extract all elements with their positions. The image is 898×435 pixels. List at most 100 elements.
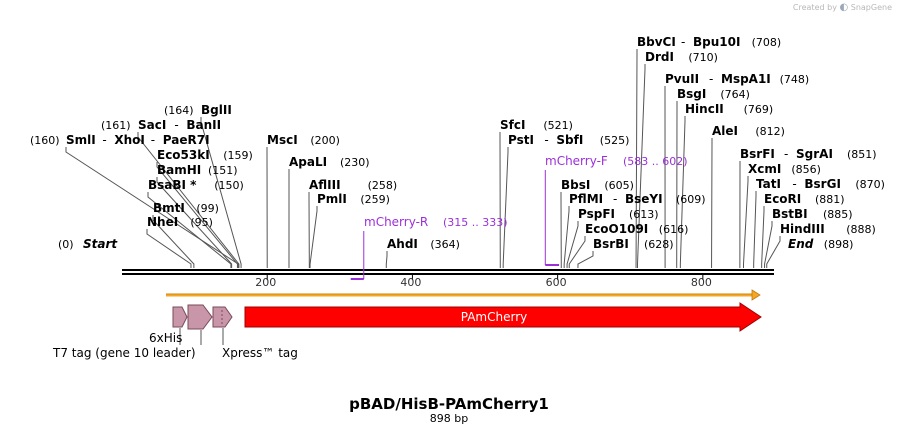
site-hindiii: HindIII(888) — [780, 222, 876, 236]
site-position: (885) — [823, 208, 853, 221]
credit-brand: SnapGene — [850, 3, 892, 12]
leader-saci — [137, 132, 240, 268]
site-name: BbsI — [561, 178, 590, 192]
site-name-separator: - — [151, 133, 155, 147]
site-bbvci: BbvCI-Bpu10I(708) — [637, 35, 781, 49]
ruler-tick-label-200: 200 — [255, 276, 276, 289]
site-name: PmlI — [317, 192, 347, 206]
site-xcmi: XcmI(856) — [748, 162, 821, 176]
site-bglii: (164)BglII — [164, 103, 232, 117]
site-name: BstBI — [772, 207, 808, 221]
leader-bsabi- — [147, 192, 232, 268]
site-name: BsrBI — [593, 237, 629, 251]
plasmid-length: 898 bp — [429, 412, 469, 425]
site-name: PspFI — [578, 207, 615, 221]
site-position: (258) — [368, 179, 398, 192]
site-position: (99) — [196, 202, 219, 215]
site-name-separator: - — [792, 177, 796, 191]
site-name: PvuII — [665, 72, 699, 86]
site-labels: Start(0)NheI(95)BmtI(99)BsaBI *(150)BamH… — [30, 35, 885, 251]
site-name: AflIII — [309, 178, 341, 192]
site-name: HindIII — [780, 222, 825, 236]
site-name: TatI — [756, 177, 781, 191]
feature-pamcherry-label: PAmCherry — [461, 310, 528, 324]
site-name: DrdI — [645, 50, 674, 64]
site-position: (200) — [310, 134, 340, 147]
site-position: (259) — [360, 193, 390, 206]
site-name: ApaLI — [289, 155, 327, 169]
primer-range: (315 .. 333) — [443, 216, 508, 229]
site-name-alt: BsrGI — [804, 177, 841, 191]
leader-bamhi — [156, 177, 233, 268]
site-position: (161) — [101, 119, 131, 132]
site-position: (159) — [223, 149, 253, 162]
site-bstbi: BstBI (885) — [772, 207, 853, 221]
site-position: (525) — [600, 134, 630, 147]
site-position: (160) — [30, 134, 60, 147]
site-hincii: HincII(769) — [685, 102, 773, 116]
snapgene-credit: Created by ◐ SnapGene — [793, 2, 892, 13]
site-position: (748) — [780, 73, 810, 86]
site-start: Start(0) — [58, 237, 118, 251]
site-name-separator: - — [784, 147, 788, 161]
feature-t7-tag-arrow — [172, 306, 188, 328]
site-name-separator: - — [709, 72, 713, 86]
site-drdi: DrdI(710) — [645, 50, 718, 64]
site-name-alt: SgrAI — [796, 147, 833, 161]
site-bbsi: BbsI(605) — [561, 178, 634, 192]
feature-xpress-tag: Xpress™ tag — [212, 306, 298, 360]
site-pflmi: PflMI-BseYI(609) — [569, 192, 706, 206]
site-pspfi: PspFI(613) — [578, 207, 659, 221]
site-name: SmlI — [66, 133, 96, 147]
site-position: (364) — [430, 238, 460, 251]
site-bamhi: BamHI(151) — [157, 163, 238, 177]
site-name: BsaBI * — [148, 178, 197, 192]
site-position: (521) — [543, 119, 573, 132]
site-alei: AleI(812) — [712, 124, 785, 138]
site-name: SacI — [138, 118, 166, 132]
leader-bbvci — [635, 49, 638, 268]
leader-tati — [753, 191, 757, 268]
site-saci: (161)SacI-BanII — [101, 118, 221, 132]
leader-pflmi — [563, 206, 570, 268]
sequence-map: Start(0)NheI(95)BmtI(99)BsaBI *(150)BamH… — [30, 35, 885, 360]
site-afliii: AflIII (258) — [309, 178, 397, 192]
site-name: PflMI — [569, 192, 603, 206]
leader-xcmi — [743, 176, 749, 268]
feature-xpress-arrow — [212, 306, 233, 328]
site-name-separator: - — [102, 133, 106, 147]
site-position: (769) — [744, 103, 774, 116]
site-name: PstI — [508, 133, 534, 147]
leader-bglii — [200, 117, 242, 268]
site-name: AhdI — [387, 237, 418, 251]
site-position: (230) — [340, 156, 370, 169]
site-position: (881) — [815, 193, 845, 206]
leader-nhei — [146, 229, 192, 268]
feature-6xhis-arrow — [187, 304, 213, 330]
feature-t7-label: T7 tag (gene 10 leader) — [52, 346, 196, 360]
site-position: (609) — [676, 193, 706, 206]
ruler-tick-label-800: 800 — [691, 276, 712, 289]
site-name: NheI — [147, 215, 178, 229]
site-position: (764) — [720, 88, 750, 101]
site-name-alt: XhoI — [114, 133, 145, 147]
site-name: BbvCI — [637, 35, 676, 49]
site-name: BamHI — [157, 163, 201, 177]
leader-bstbi — [764, 221, 773, 268]
primer-range: (583 .. 602) — [623, 155, 688, 168]
site-name: BsrFI — [740, 147, 775, 161]
site-pmli: PmlI (259) — [317, 192, 390, 206]
site-name: AleI — [712, 124, 738, 138]
feature-pamcherry-arrow — [244, 302, 762, 332]
site-bmti: BmtI(99) — [153, 201, 219, 215]
site-position: (856) — [791, 163, 821, 176]
site-ecoo109i: EcoO109I(616) — [585, 222, 688, 236]
site-name: EcoRI — [764, 192, 801, 206]
site-position: (851) — [847, 148, 877, 161]
leader-ahdi — [385, 251, 388, 268]
site-position: (616) — [659, 223, 689, 236]
feature-xpress-label: Xpress™ tag — [222, 346, 298, 360]
leader-ecoo109i — [568, 236, 586, 268]
site-position: (870) — [855, 178, 885, 191]
